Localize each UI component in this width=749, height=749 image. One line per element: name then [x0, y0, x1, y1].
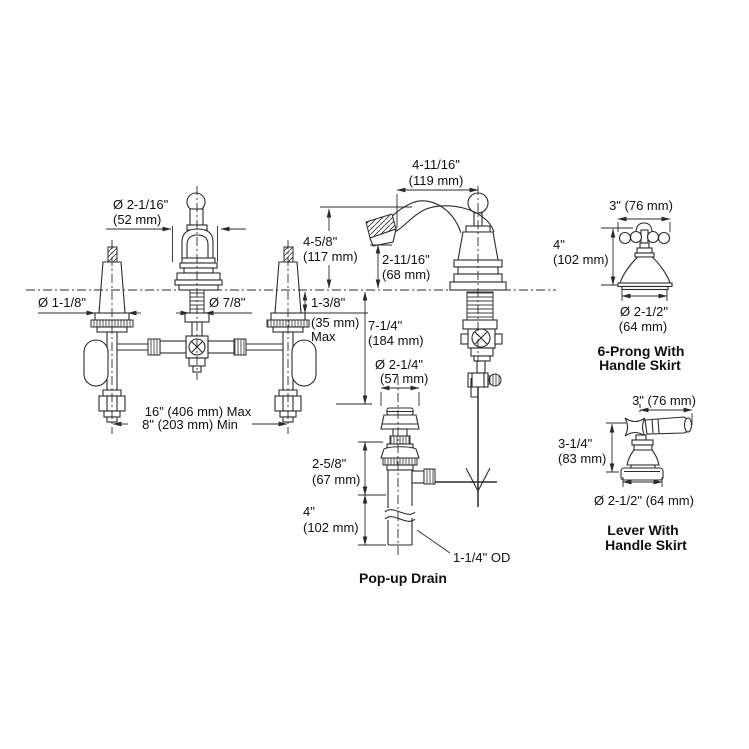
dim-spout-reach-line1: 4-11/16"	[412, 157, 460, 172]
lever-handle-drawing	[620, 404, 693, 481]
dim-spout-reach-line2: (119 mm)	[409, 173, 464, 188]
front-view-drawing	[83, 192, 317, 423]
dim-spout-height-line1: 4-5/8"	[303, 234, 338, 249]
caption-lever-line1: Lever With	[607, 522, 678, 538]
dim-lever-base: Ø 2-1/2" (64 mm)	[594, 493, 694, 508]
dim-sixprong-height-line2: (102 mm)	[553, 252, 609, 267]
centerlines	[26, 186, 556, 556]
dim-spout-escutcheon-dia-line2: (52 mm)	[113, 212, 161, 227]
thumbscrew	[488, 373, 502, 387]
dim-lever-width: 3" (76 mm)	[632, 393, 696, 408]
spout-inner-curve	[385, 205, 495, 237]
dimension-lines	[38, 187, 693, 554]
caption-lever-line2: Handle Skirt	[605, 537, 687, 553]
pipe-break	[384, 509, 416, 522]
od-leader-line	[416, 529, 451, 554]
dim-sixprong-base-line2: (64 mm)	[619, 319, 667, 334]
handle-skirt	[626, 449, 660, 466]
dim-drain-body-line1: 2-5/8"	[312, 456, 347, 471]
mounting-shank	[466, 291, 494, 321]
right-valve-drawing	[266, 246, 317, 423]
dim-outlet-height-line1: 2-11/16"	[382, 252, 430, 267]
handle-skirt	[619, 256, 671, 284]
dim-spout-escutcheon-dia-line1: Ø 2-1/16"	[113, 197, 169, 212]
dim-sixprong-height-line1: 4"	[553, 237, 565, 252]
lift-rod-ball	[186, 192, 206, 212]
caption-popup-drain: Pop-up Drain	[359, 570, 447, 586]
drain-flange	[380, 446, 420, 459]
dim-below-deck-line1: 7-1/4"	[368, 318, 403, 333]
dim-tailpiece-line1: 4"	[303, 504, 315, 519]
ball-rod-nut	[423, 468, 436, 485]
side-view-drawing	[365, 192, 507, 546]
dim-outlet-height-line2: (68 mm)	[382, 267, 430, 282]
left-valve-drawing	[83, 246, 134, 423]
dim-sixprong-width: 3" (76 mm)	[609, 198, 673, 213]
dim-tailpiece-line2: (102 mm)	[303, 520, 359, 535]
dim-below-deck-line2: (184 mm)	[368, 333, 424, 348]
supply-loop	[83, 339, 109, 387]
dim-lever-height-line2: (83 mm)	[558, 451, 606, 466]
dim-deck-thickness-line3: Max	[311, 329, 336, 344]
lever-grip	[624, 417, 646, 437]
dim-spout-shank-dia: Ø 7/8"	[209, 295, 246, 310]
dim-deck-thickness-line2: (35 mm)	[311, 315, 359, 330]
dim-spread-max: 16" (406 mm) Max	[145, 404, 252, 419]
dim-drain-body-line2: (67 mm)	[312, 472, 360, 487]
dim-valve-shank-dia: Ø 1-1/8"	[38, 295, 86, 310]
dim-sixprong-base-line1: Ø 2-1/2"	[620, 304, 668, 319]
caption-sixprong-line2: Handle Skirt	[599, 357, 681, 373]
popup-drain-drawing	[380, 407, 436, 546]
dim-spout-height-line2: (117 mm)	[303, 249, 358, 264]
dim-spread-min: 8" (203 mm) Min	[142, 417, 238, 432]
dim-lever-height-line1: 3-1/4"	[558, 436, 593, 451]
caption-sixprong-line1: 6-Prong With	[598, 343, 685, 359]
dimension-labels: Ø 2-1/16" (52 mm) Ø 1-1/8" Ø 7/8" 1-3/8"…	[38, 157, 696, 586]
dim-deck-thickness-line1: 1-3/8"	[311, 295, 346, 310]
supply-loop	[291, 339, 317, 387]
clevis	[465, 467, 491, 493]
dim-drain-flange-dia-line2: (57 mm)	[380, 371, 428, 386]
sixprong-handle-drawing	[617, 222, 673, 291]
dim-drain-flange-dia-line1: Ø 2-1/4"	[375, 357, 423, 372]
label-tailpiece-od: 1-1/4" OD	[453, 550, 510, 565]
